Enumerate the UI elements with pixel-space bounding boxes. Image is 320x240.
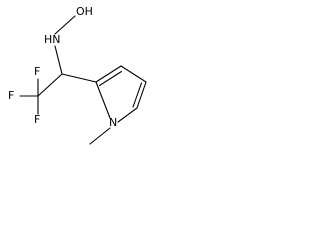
- chemical-structure-diagram: OH HN F F F N: [8, 5, 147, 145]
- bond-c4-c5-double: [132, 82, 143, 108]
- atom-label-f-top: F: [34, 65, 40, 78]
- bond-c5-n: [117, 107, 138, 123]
- bond-c2-c3-double: [98, 70, 123, 87]
- atom-labels: OH HN F F F N: [8, 5, 117, 129]
- atom-label-f-bottom: F: [34, 113, 40, 126]
- bond-calpha-cf3: [37, 73, 63, 97]
- bond-n-methyl: [89, 127, 111, 145]
- bond-n-calpha: [54, 45, 63, 75]
- bond-c3-c4: [120, 65, 147, 83]
- atom-label-f-left: F: [8, 89, 14, 102]
- bond-n-o: [54, 15, 76, 35]
- bonds: [19, 15, 147, 145]
- bond-c4-c5: [136, 81, 147, 109]
- atom-label-oh: OH: [76, 5, 93, 18]
- atom-label-nh: HN: [44, 33, 61, 46]
- bond-calpha-c2: [61, 73, 97, 83]
- bond-n-c2: [95, 81, 111, 119]
- atom-label-n-ring: N: [109, 116, 117, 129]
- bond-c2-c3: [95, 65, 122, 83]
